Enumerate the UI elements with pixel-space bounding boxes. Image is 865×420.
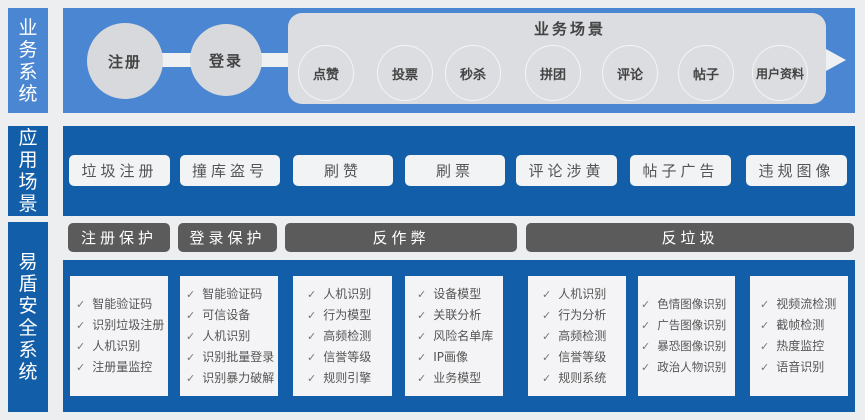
feature-item: 政治人物识别 (641, 357, 735, 378)
label-text: 应用场景 (18, 127, 38, 215)
row-label-business: 业务系统 (8, 8, 48, 113)
category-register-protect: 注册保护 (68, 223, 170, 252)
category-anti-cheat: 反作弊 (285, 223, 517, 252)
feature-item: 人机识别 (307, 284, 392, 305)
app-scenario: 评论涉黄 (516, 155, 617, 186)
feature-item: 规则系统 (542, 368, 626, 389)
feature-box: 色情图像识别广告图像识别暴恐图像识别政治人物识别 (638, 276, 735, 396)
feature-item: 可信设备 (186, 305, 278, 326)
feature-item: 识别垃圾注册 (76, 315, 168, 336)
feature-item: 热度监控 (760, 336, 848, 357)
app-scenario: 撞库盗号 (180, 155, 280, 186)
feature-item: 行为模型 (307, 305, 392, 326)
feature-box: 智能验证码识别垃圾注册人机识别注册量监控 (70, 276, 168, 396)
scene-item: 用户资料 (752, 45, 808, 101)
feature-item: 注册量监控 (76, 357, 168, 378)
feature-item: 高频检测 (307, 326, 392, 347)
category-login-protect: 登录保护 (178, 223, 277, 252)
feature-box: 视频流检测截帧检测热度监控语音识别 (750, 276, 848, 396)
feature-item: 智能验证码 (76, 294, 168, 315)
feature-box: 人机识别行为分析高频检测信誉等级规则系统 (528, 276, 626, 396)
feature-item: 人机识别 (76, 336, 168, 357)
feature-box: 人机识别行为模型高频检测信誉等级规则引擎 (293, 276, 392, 396)
feature-item: 规则引擎 (307, 368, 392, 389)
app-scenario: 刷票 (405, 155, 505, 186)
feature-item: 风险名单库 (417, 326, 503, 347)
category-anti-spam: 反垃圾 (526, 223, 854, 252)
scene-item: 帖子 (678, 45, 734, 101)
feature-item: 行为分析 (542, 305, 626, 326)
feature-item: 色情图像识别 (641, 294, 735, 315)
feature-item: 信誉等级 (542, 347, 626, 368)
feature-item: 广告图像识别 (641, 315, 735, 336)
feature-item: 语音识别 (760, 357, 848, 378)
feature-item: 关联分析 (417, 305, 503, 326)
app-scenario: 帖子广告 (630, 155, 731, 186)
scene-item: 秒杀 (445, 45, 501, 101)
app-scenario: 刷赞 (293, 155, 393, 186)
feature-box: 设备模型关联分析风险名单库IP画像业务模型 (405, 276, 503, 396)
row-label-application: 应用场景 (8, 126, 48, 216)
app-scenario: 垃圾注册 (69, 155, 170, 186)
step-register: 注册 (87, 23, 163, 99)
row-label-security: 易盾安全系统 (8, 222, 48, 412)
feature-item: 高频检测 (542, 326, 626, 347)
feature-item: 视频流检测 (760, 294, 848, 315)
scene-title: 业务场景 (533, 20, 606, 38)
step-login: 登录 (190, 24, 262, 96)
feature-item: 截帧检测 (760, 315, 848, 336)
feature-item: 智能验证码 (186, 284, 278, 305)
scene-item: 点赞 (298, 45, 354, 101)
scene-item: 拼团 (525, 45, 581, 101)
feature-item: 识别批量登录 (186, 347, 278, 368)
feature-item: IP画像 (417, 347, 503, 368)
feature-item: 业务模型 (417, 368, 503, 389)
scene-item: 评论 (602, 45, 658, 101)
feature-item: 暴恐图像识别 (641, 336, 735, 357)
feature-item: 识别暴力破解 (186, 368, 278, 389)
feature-item: 设备模型 (417, 284, 503, 305)
feature-item: 人机识别 (542, 284, 626, 305)
label-text: 业务系统 (18, 16, 38, 105)
feature-box: 智能验证码可信设备人机识别识别批量登录识别暴力破解 (180, 276, 278, 396)
feature-item: 信誉等级 (307, 347, 392, 368)
scene-item: 投票 (377, 45, 433, 101)
label-text: 易盾安全系统 (18, 251, 38, 383)
arrow-right-icon (826, 49, 846, 71)
app-scenario: 违规图像 (746, 155, 847, 186)
feature-item: 人机识别 (186, 326, 278, 347)
